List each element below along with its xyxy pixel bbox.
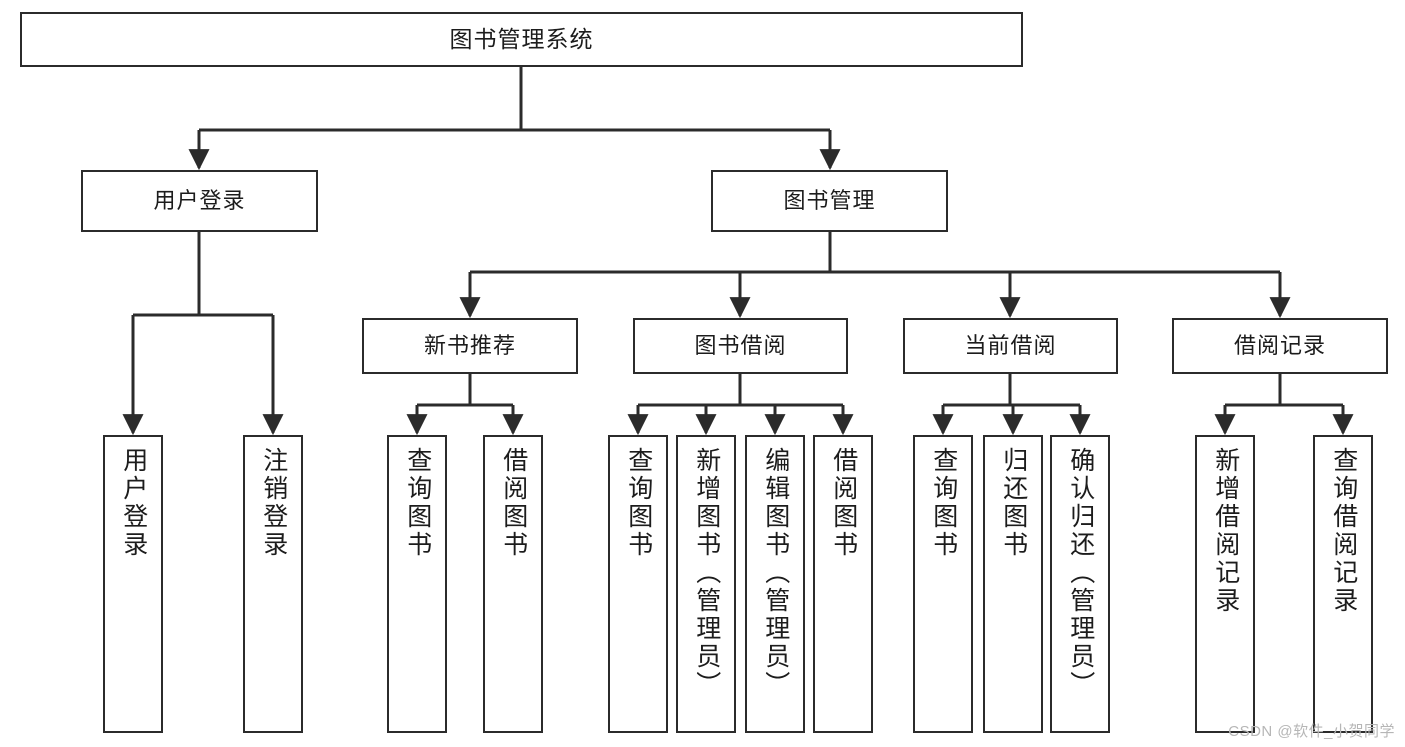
leaf-edit-book-admin-label: 编辑图书（管理员） [761,447,790,699]
leaf-add-book-admin[interactable]: 新增图书（管理员） [676,435,736,733]
leaf-query-borrow-record[interactable]: 查询借阅记录 [1313,435,1373,733]
leaf-query-borrow-record-label: 查询借阅记录 [1329,447,1358,615]
leaf-query-book-2-label: 查询图书 [624,447,653,559]
leaf-borrow-book-1[interactable]: 借阅图书 [483,435,543,733]
leaf-add-borrow-record[interactable]: 新增借阅记录 [1195,435,1255,733]
leaf-borrow-book-2-label: 借阅图书 [829,447,858,559]
leaf-query-book-3-label: 查询图书 [929,447,958,559]
node-new-book-recommend[interactable]: 新书推荐 [362,318,578,374]
node-user-login-label: 用户登录 [153,188,246,214]
node-borrow-record[interactable]: 借阅记录 [1172,318,1388,374]
leaf-add-borrow-record-label: 新增借阅记录 [1211,447,1240,615]
node-book-manage-label: 图书管理 [783,188,876,214]
node-root-label: 图书管理系统 [449,25,594,52]
node-book-borrow[interactable]: 图书借阅 [633,318,848,374]
leaf-query-book-2[interactable]: 查询图书 [608,435,668,733]
leaf-borrow-book-1-label: 借阅图书 [499,447,528,559]
leaf-confirm-return-admin[interactable]: 确认归还（管理员） [1050,435,1110,733]
leaf-user-login-label: 用户登录 [119,447,148,559]
node-root[interactable]: 图书管理系统 [20,12,1023,67]
node-user-login[interactable]: 用户登录 [81,170,318,232]
leaf-user-logout-label: 注销登录 [259,447,288,559]
leaf-add-book-admin-label: 新增图书（管理员） [692,447,721,699]
leaf-user-logout[interactable]: 注销登录 [243,435,303,733]
leaf-query-book-1-label: 查询图书 [403,447,432,559]
node-book-manage[interactable]: 图书管理 [711,170,948,232]
node-current-borrow[interactable]: 当前借阅 [903,318,1118,374]
leaf-edit-book-admin[interactable]: 编辑图书（管理员） [745,435,805,733]
watermark: CSDN @软件_小贺同学 [1228,723,1395,740]
leaf-user-login[interactable]: 用户登录 [103,435,163,733]
leaf-query-book-1[interactable]: 查询图书 [387,435,447,733]
leaf-borrow-book-2[interactable]: 借阅图书 [813,435,873,733]
leaf-query-book-3[interactable]: 查询图书 [913,435,973,733]
leaf-confirm-return-admin-label: 确认归还（管理员） [1066,447,1095,699]
node-current-borrow-label: 当前借阅 [964,333,1057,359]
node-book-borrow-label: 图书借阅 [694,333,787,359]
leaf-return-book[interactable]: 归还图书 [983,435,1043,733]
node-new-book-recommend-label: 新书推荐 [423,333,516,359]
node-borrow-record-label: 借阅记录 [1233,333,1326,359]
leaf-return-book-label: 归还图书 [999,447,1028,559]
